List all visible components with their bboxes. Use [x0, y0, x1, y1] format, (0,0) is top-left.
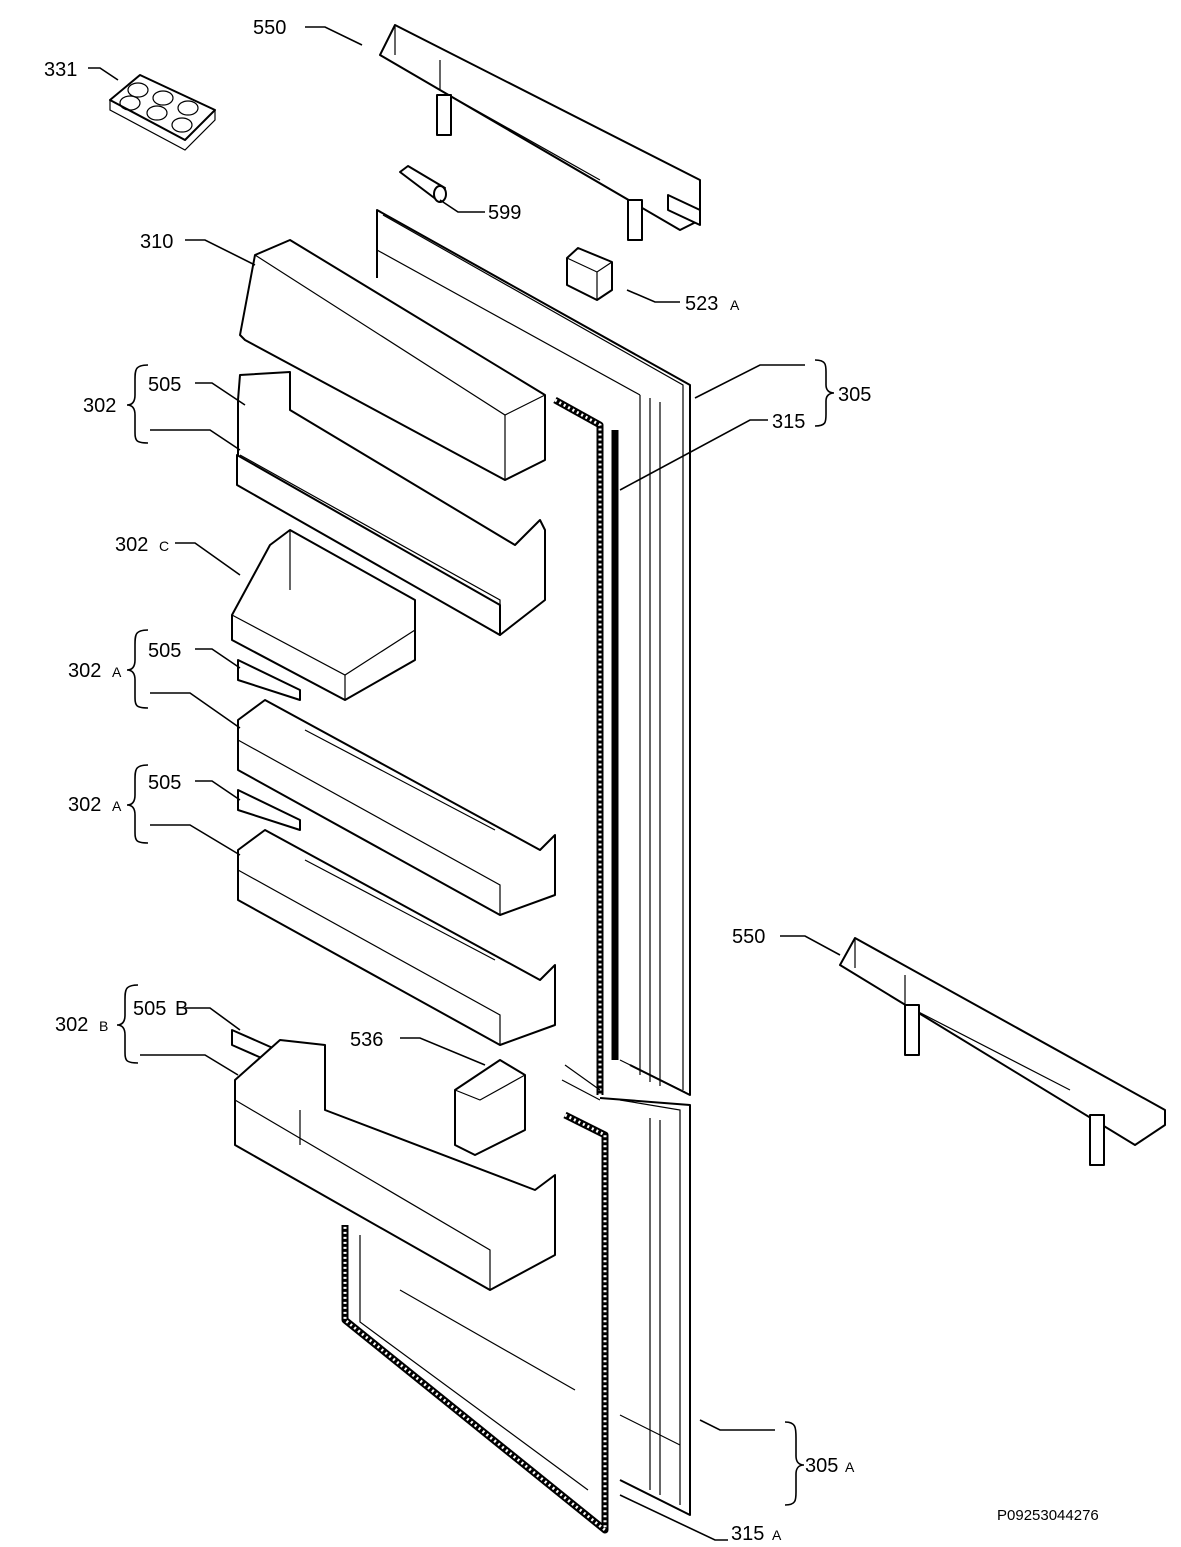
label-315a: 315 — [731, 1523, 764, 1545]
label-331: 331 — [44, 59, 77, 81]
label-302a-2-suffix: A — [112, 798, 122, 814]
label-523: 523 — [685, 293, 718, 315]
upper-door-gasket — [553, 396, 686, 1101]
label-302c: 302 — [115, 534, 148, 556]
label-550-top: 550 — [253, 17, 286, 39]
label-302b-suffix: B — [99, 1018, 108, 1034]
label-505-1: 505 — [148, 374, 181, 396]
door-shelf-302c — [231, 529, 416, 701]
label-302a-1: 302 — [68, 660, 101, 682]
part-523a — [566, 247, 613, 301]
bottle-holder-536 — [454, 1059, 526, 1156]
hinge-550-top — [379, 24, 701, 241]
label-305a-suffix: A — [845, 1459, 855, 1475]
lower-door-panel — [599, 1097, 691, 1516]
label-505b: 505 — [133, 998, 166, 1020]
hinge-550-bottom — [839, 937, 1166, 1166]
drawing-code: P09253044276 — [997, 1507, 1099, 1524]
label-523-suffix: A — [730, 297, 740, 313]
leader-lines — [88, 26, 841, 1541]
label-599: 599 — [488, 202, 521, 224]
label-302b: 302 — [55, 1014, 88, 1036]
label-505-2: 505 — [148, 640, 181, 662]
door-shelf-302a-2 — [237, 789, 556, 1046]
dairy-lid-310 — [239, 239, 546, 481]
label-505-3: 505 — [148, 772, 181, 794]
label-305a: 305 — [805, 1455, 838, 1477]
door-shelf-302b — [231, 1029, 556, 1291]
label-315a-suffix: A — [772, 1527, 782, 1543]
part-599 — [399, 165, 447, 203]
label-302a-1-suffix: A — [112, 664, 122, 680]
braces — [116, 359, 835, 1506]
label-310: 310 — [140, 231, 173, 253]
label-302: 302 — [83, 395, 116, 417]
door-shelf-302 — [236, 371, 546, 636]
label-505b-suffix: B — [175, 998, 188, 1020]
label-305: 305 — [838, 384, 871, 406]
egg-tray-331 — [109, 74, 216, 151]
label-302a-2: 302 — [68, 794, 101, 816]
lower-door-gasket — [341, 1111, 609, 1534]
label-315: 315 — [772, 411, 805, 433]
door-shelf-302a-1 — [237, 659, 556, 916]
label-550-bottom: 550 — [732, 926, 765, 948]
part-labels: 550 331 599 310 523 A 505 302 305 315 30… — [44, 17, 1099, 1545]
label-302c-suffix: C — [159, 538, 169, 554]
label-536: 536 — [350, 1029, 383, 1051]
